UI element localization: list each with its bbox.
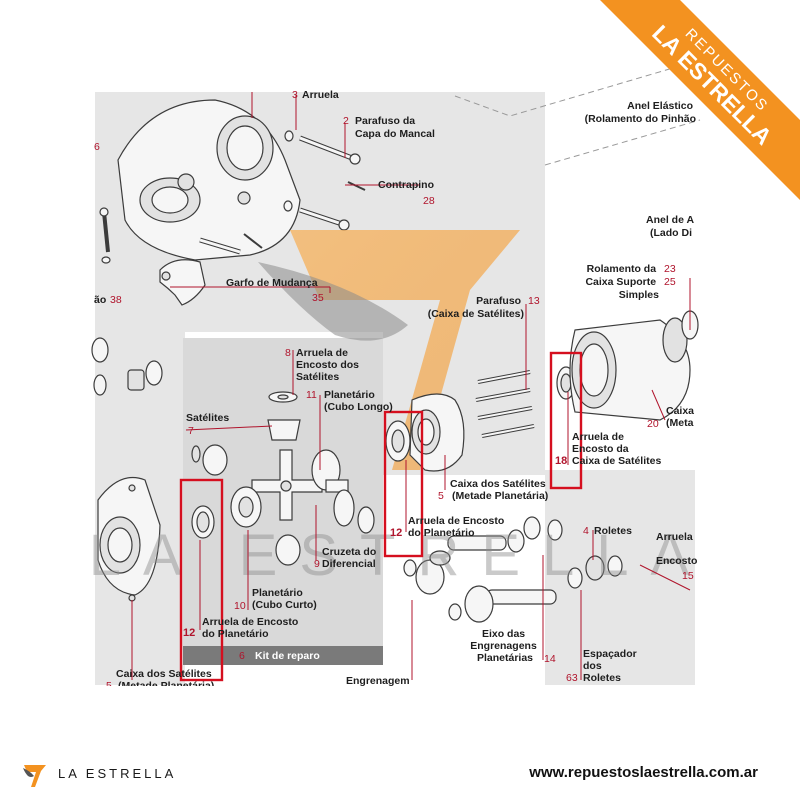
number-12-left: 12 (183, 627, 195, 639)
number-63: 63 (566, 672, 578, 684)
number-2: 2 (343, 115, 349, 127)
number-10: 10 (234, 600, 246, 612)
label-arruela: Arruela (302, 89, 339, 101)
thrust-washer-satellites (268, 391, 298, 403)
number-35: 35 (312, 292, 324, 304)
left-bearing-parts (91, 337, 163, 396)
planetary-thrust-washer-mid (385, 420, 411, 462)
caixa-satelites-left (97, 476, 161, 602)
support-bearing (662, 310, 699, 363)
number-9: 9 (314, 558, 320, 570)
leader-lines (131, 92, 691, 680)
label-kit-reparo: Kit de reparo (255, 650, 320, 662)
label-garfo: Garfo de Mudança (226, 277, 318, 289)
label-parafuso-capa: Parafuso da Capa do Mancal (355, 115, 435, 140)
footer: LA ESTRELLA www.repuestoslaestrella.com.… (0, 748, 800, 800)
label-rolamento: Rolamento da Caixa Suporte Simples (585, 263, 659, 301)
highlight-box-arruela-12-mid (383, 410, 424, 558)
logo-watermark (258, 230, 520, 470)
footer-brand-name: LA ESTRELLA (58, 766, 177, 781)
label-cruzeta: Cruzeta do Diferencial (322, 546, 379, 570)
label-fragment-ao: ão (94, 294, 106, 306)
planetary-gears-shafts (403, 516, 623, 623)
highlight-box-arruela-18 (549, 351, 583, 490)
label-arruela-satelites: Arruela de Encosto dos Satélites (296, 347, 362, 383)
label-engrenagem: Engrenagem (346, 675, 410, 687)
caixa-satelites-planetaria (409, 393, 465, 472)
label-satelites: Satélites (186, 412, 229, 424)
number-6-top: 6 (94, 141, 100, 153)
number-12-mid: 12 (390, 527, 402, 539)
number-4: 4 (583, 525, 589, 537)
caixa-suporte-housing (569, 319, 691, 421)
number-3: 3 (292, 89, 298, 101)
label-planetario-longo: Planetário (Cubo Longo) (324, 389, 393, 413)
diagram-bottom-mask (0, 686, 800, 748)
label-arruela-encosto: Arruela Encosto (656, 531, 697, 567)
planetary-long-hub (311, 449, 375, 534)
number-11: 11 (306, 389, 317, 401)
label-anel-a: Anel de A (Lado Di (646, 214, 697, 239)
label-arruela-caixa: Arruela de Encosto da Caixa de Satélites (572, 431, 661, 467)
label-arruela-planetario-left: Arruela de Encosto do Planetário (202, 616, 301, 640)
label-contrapino: Contrapino (378, 179, 434, 191)
number-5: 5 (438, 490, 444, 502)
shift-fork (159, 259, 206, 306)
cross-shaft (251, 449, 323, 521)
label-caixa-planetaria: Caixa dos Satélites (Metade Planetária) (450, 478, 549, 502)
label-caixa-meta: Caixa (Meta (666, 405, 697, 429)
kit-label-bar (183, 646, 383, 665)
label-eixo-engrenagens: Eixo das Engrenagens Planetárias (470, 628, 539, 664)
highlight-box-arruela-12-left (179, 478, 224, 682)
number-20: 20 (647, 418, 659, 430)
number-14: 14 (544, 653, 556, 665)
la-estrella-logo-icon (23, 765, 46, 787)
website-link[interactable]: www.repuestoslaestrella.com.ar (529, 764, 758, 781)
number-23: 23 (664, 263, 676, 275)
label-roletes: Roletes (594, 525, 632, 537)
housing-carrier (117, 99, 301, 261)
label-anel-elastico: Anel Elástico (Rolamento do Pinhão (585, 100, 696, 125)
number-7: 7 (188, 425, 194, 437)
number-13: 13 (528, 295, 540, 307)
guide-line (544, 119, 701, 166)
label-arruela-planetario-mid: Arruela de Encosto do Planetário (408, 515, 507, 539)
label-planetario-curto: Planetário (Cubo Curto) (252, 587, 317, 611)
number-6-kit: 6 (239, 650, 245, 662)
number-38: 38 (110, 294, 122, 306)
number-25: 25 (664, 276, 676, 288)
planetary-thrust-washer-left (191, 505, 215, 539)
label-espacador: Espaçador dos Roletes (583, 648, 640, 684)
number-18: 18 (555, 455, 567, 467)
label-parafuso-caixa: Parafuso (Caixa de Satélites) (428, 295, 524, 320)
caixa-bolts (475, 370, 535, 438)
planetary-short-hub (230, 486, 262, 528)
number-28: 28 (423, 195, 435, 207)
satellite-gears (191, 419, 301, 566)
bolts-and-pins (99, 130, 366, 264)
number-8: 8 (285, 347, 291, 359)
number-15: 15 (682, 570, 694, 582)
